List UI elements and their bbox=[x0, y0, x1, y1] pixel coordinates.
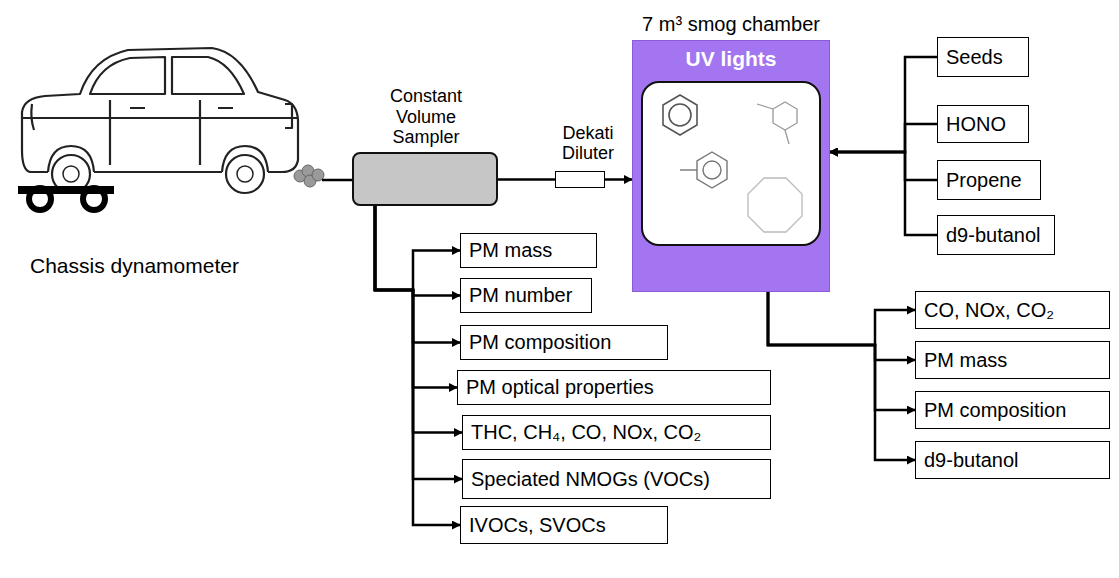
connector-arrow bbox=[830, 152, 937, 235]
dyno-roller bbox=[29, 188, 51, 210]
measurement-box: PM composition bbox=[460, 325, 668, 360]
exhaust-puff bbox=[294, 165, 324, 187]
figure-label: Chassis dynamometer bbox=[30, 254, 239, 278]
chamber-inner-panel bbox=[641, 81, 821, 246]
diluter-box: Dekati Diluter bbox=[555, 171, 605, 188]
box-label: CO, NOx, CO₂ bbox=[924, 299, 1054, 322]
box-label: PM composition bbox=[924, 399, 1066, 422]
connector-arrow bbox=[830, 152, 937, 180]
connector-arrow bbox=[830, 57, 937, 152]
connector-arrow bbox=[375, 206, 462, 433]
measurement-box: CO, NOx, CO₂ bbox=[915, 291, 1110, 329]
measurement-box: PM number bbox=[460, 278, 592, 313]
connector-arrow bbox=[375, 206, 460, 343]
connector-arrow bbox=[768, 292, 915, 360]
measurement-box: Propene bbox=[937, 160, 1041, 200]
box-heading: Constant Volume Sampler bbox=[360, 86, 492, 148]
connector-arrow bbox=[375, 206, 460, 290]
box-label: PM mass bbox=[469, 239, 552, 262]
connector-arrow bbox=[498, 178, 555, 181]
connector-arrow bbox=[375, 206, 457, 388]
box-label: THC, CH₄, CO, NOx, CO₂ bbox=[471, 421, 701, 444]
connector-arrow bbox=[830, 124, 937, 152]
measurement-box: PM mass bbox=[460, 233, 597, 268]
measurement-box: HONO bbox=[937, 105, 1029, 143]
connector-arrow bbox=[768, 292, 915, 345]
dyno-roller bbox=[83, 188, 105, 210]
measurement-box: d9-butanol bbox=[937, 215, 1055, 255]
measurement-box: Seeds bbox=[937, 37, 1029, 77]
box-label: PM mass bbox=[924, 349, 1007, 372]
measurement-box: IVOCs, SVOCs bbox=[460, 506, 668, 544]
uv-lights-label: UV lights bbox=[633, 47, 829, 71]
smog-chamber: 7 m³ smog chamberUV lights bbox=[632, 40, 830, 292]
connector-arrow bbox=[768, 292, 915, 410]
connector-arrow bbox=[768, 292, 915, 460]
measurement-box: Speciated NMOGs (VOCs) bbox=[462, 459, 771, 499]
measurement-box: PM mass bbox=[915, 341, 1110, 379]
measurement-box: THC, CH₄, CO, NOx, CO₂ bbox=[462, 415, 771, 450]
connector-arrow bbox=[375, 206, 460, 296]
box-label: d9-butanol bbox=[946, 224, 1041, 247]
chamber-title: 7 m³ smog chamber bbox=[623, 13, 839, 36]
box-label: Seeds bbox=[946, 46, 1003, 69]
measurement-box: PM optical properties bbox=[457, 370, 771, 405]
car-outline bbox=[22, 48, 298, 172]
measurement-box: PM composition bbox=[915, 391, 1110, 429]
measurement-box: d9-butanol bbox=[915, 441, 1110, 479]
box-label: HONO bbox=[946, 113, 1006, 136]
box-label: d9-butanol bbox=[924, 449, 1019, 472]
box-heading: Dekati Diluter bbox=[552, 123, 624, 164]
sampler-box: Constant Volume Sampler bbox=[352, 152, 498, 206]
connector-arrow bbox=[375, 206, 462, 479]
box-label: PM composition bbox=[469, 331, 611, 354]
box-label: Propene bbox=[946, 169, 1022, 192]
box-label: Speciated NMOGs (VOCs) bbox=[471, 468, 710, 491]
connector-arrow bbox=[375, 206, 460, 525]
box-label: IVOCs, SVOCs bbox=[469, 514, 606, 537]
connector-arrow bbox=[605, 178, 632, 181]
box-label: PM optical properties bbox=[466, 376, 654, 399]
box-label: PM number bbox=[469, 284, 572, 307]
